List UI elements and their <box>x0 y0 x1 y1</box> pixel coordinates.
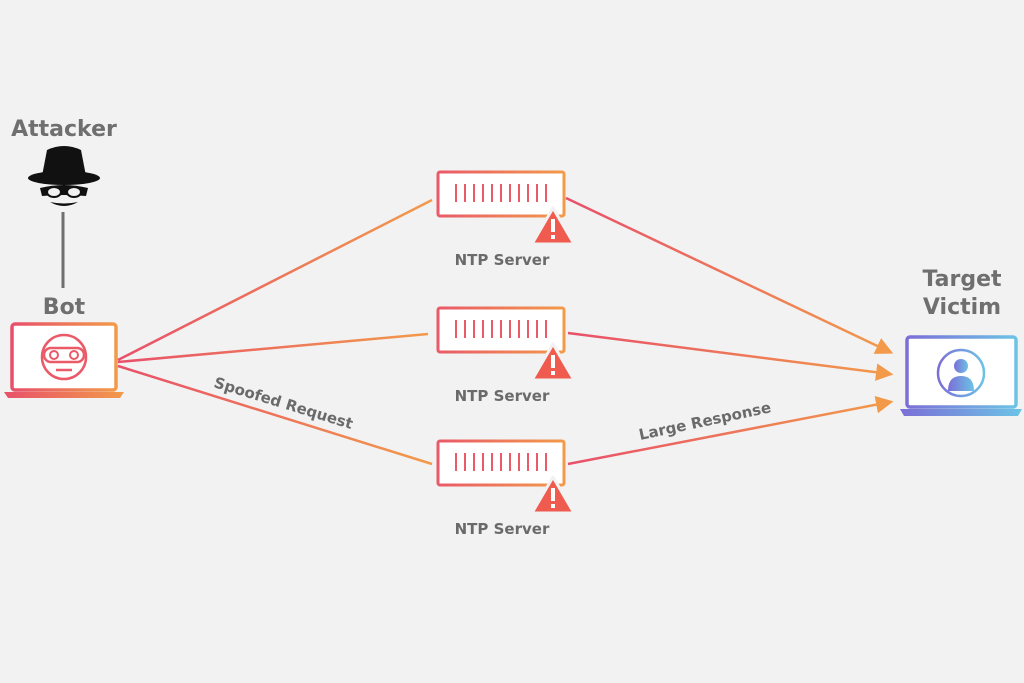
server-warning-icon <box>436 306 576 382</box>
server-warning-icon <box>436 439 576 515</box>
robot-laptop-icon <box>4 322 124 398</box>
request-edge-1 <box>117 198 433 362</box>
response-edge-3 <box>567 396 894 466</box>
request-edges <box>117 198 433 466</box>
user-laptop-icon <box>900 335 1022 416</box>
response-edge-2 <box>567 331 894 381</box>
server-label: NTP Server <box>455 251 550 269</box>
target-label-line2: Victim <box>923 295 1001 320</box>
server-label: NTP Server <box>455 520 550 538</box>
bot-label: Bot <box>43 295 86 320</box>
request-edge-3 <box>117 364 433 466</box>
ntp-server-1: NTP Server <box>436 170 576 269</box>
target-label-line1: Target <box>922 267 1002 292</box>
ntp-server-3: NTP Server <box>436 439 576 538</box>
request-edge-2 <box>117 332 429 364</box>
response-edge-1 <box>565 196 894 354</box>
server-label: NTP Server <box>455 387 550 405</box>
attacker-label: Attacker <box>11 117 117 142</box>
response-edges <box>565 196 894 466</box>
ntp-server-2: NTP Server <box>436 306 576 405</box>
spy-icon <box>28 146 100 206</box>
server-warning-icon <box>436 170 576 246</box>
